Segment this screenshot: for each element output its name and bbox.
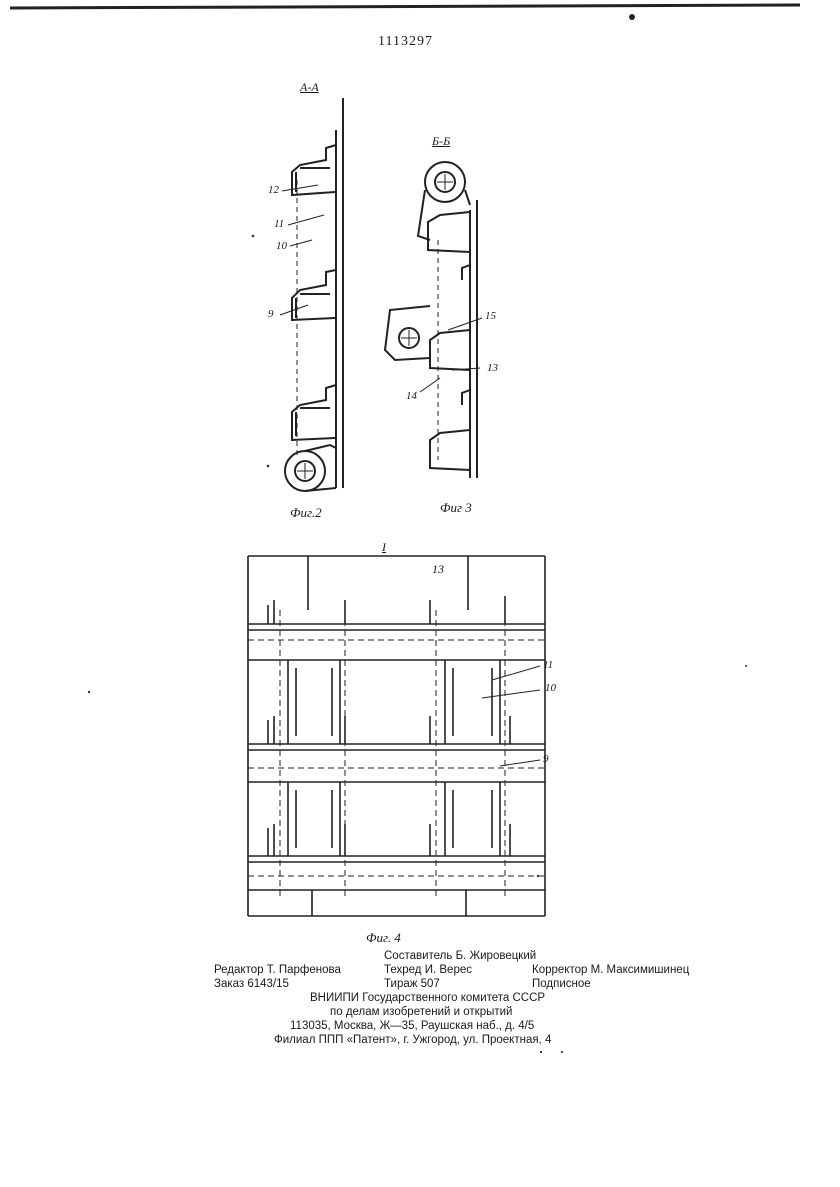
fig3-callout-13: 13: [487, 362, 498, 374]
imprint-address: 113035, Москва, Ж—35, Раушская наб., д. …: [290, 1020, 535, 1032]
fig2-drawing: [279, 98, 344, 492]
fig4-callout-10: 10: [545, 682, 556, 694]
fig2-caption: Фиг.2: [290, 505, 322, 520]
fig3-callout-15: 15: [485, 310, 496, 322]
patent-number: 1113297: [378, 34, 433, 49]
top-rule: [9, 3, 801, 20]
fig2-callout-9: 9: [268, 308, 274, 320]
imprint-circulation: Тираж 507: [384, 978, 440, 990]
imprint-subscription: Подписное: [532, 978, 591, 990]
fig4-caption: Фиг. 4: [366, 930, 401, 945]
imprint-org-line2: по делам изобретений и открытий: [330, 1006, 513, 1018]
imprint-editor: Редактор Т. Парфенова: [214, 964, 341, 976]
fig4-view-label: I: [382, 540, 386, 554]
fig4-drawing: [247, 555, 546, 917]
fig2-callout-12: 12: [268, 184, 279, 196]
imprint-compiler: Составитель Б. Жировецкий: [384, 950, 537, 962]
fig2-callout-10: 10: [276, 240, 287, 252]
imprint-org-line1: ВНИИПИ Государственного комитета СССР: [310, 992, 546, 1004]
fig3-section-label: Б-Б: [432, 134, 451, 148]
fig4-callout-9: 9: [543, 753, 549, 765]
fig2-callout-11: 11: [274, 218, 285, 230]
fig3-callout-14: 14: [406, 390, 417, 402]
fig4-callout-11: 11: [543, 659, 554, 671]
fig3-caption: Фиг 3: [440, 500, 472, 515]
imprint-corrector: Корректор М. Максимишинец: [532, 964, 690, 976]
fig2-section-label: А-А: [300, 80, 319, 94]
imprint-order: Заказ 6143/15: [214, 978, 289, 990]
fig4-callout-13: 13: [432, 562, 444, 576]
imprint-branch: Филиал ППП «Патент», г. Ужгород, ул. Про…: [274, 1034, 552, 1046]
fig3-drawing: [383, 161, 483, 478]
imprint-techred: Техред И. Верес: [384, 964, 472, 976]
